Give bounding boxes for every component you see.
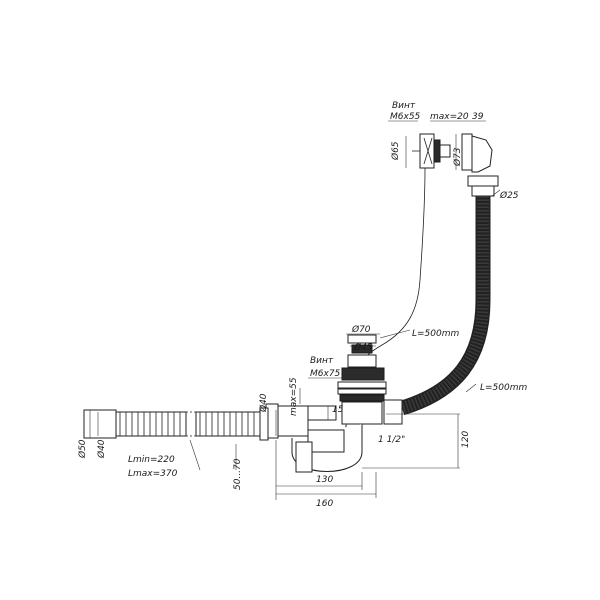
- lmin-label: Lmin=220: [128, 455, 175, 465]
- dim-15-label: 15: [332, 405, 344, 415]
- dia-50-label: Ø50: [77, 439, 88, 459]
- thread-size-label: 1 1/2": [378, 435, 405, 445]
- hose-length-label: L=500mm: [480, 383, 528, 393]
- dimension-lines: [89, 120, 501, 500]
- dia-40-vertical-label: Ø40: [258, 393, 269, 413]
- screw-top-size-label: M6x55: [390, 112, 421, 122]
- dia-70-label: Ø70: [351, 324, 371, 335]
- dia-40-left-label: Ø40: [96, 439, 107, 459]
- dim-130-label: 130: [316, 475, 333, 485]
- siphon-body: [265, 403, 363, 473]
- corrugated-hose: [399, 196, 491, 416]
- cable-length-label: L=500mm: [412, 329, 460, 339]
- waste-head: [337, 334, 403, 425]
- dim-160-label: 160: [316, 499, 333, 509]
- dia-73-label: Ø73: [452, 147, 463, 167]
- dia-65-label: Ø65: [390, 141, 401, 161]
- max-bottom-label: max=55: [289, 377, 299, 416]
- range-50-70-label: 50...70: [233, 458, 243, 490]
- dim-39-label: 39: [472, 112, 484, 122]
- screw-top-label: Винт: [392, 101, 416, 111]
- dia-25-label: Ø25: [499, 190, 519, 201]
- dia-45-label: Ø45: [353, 342, 373, 353]
- outlet-pipe: [83, 407, 269, 441]
- screw-bottom-label: Винт: [310, 356, 334, 366]
- overflow-head: [412, 133, 499, 197]
- screw-bottom-size-label: M6x75: [310, 369, 341, 379]
- max-top-label: max=20: [430, 112, 469, 122]
- dim-120-label: 120: [461, 431, 471, 448]
- lmax-label: Lmax=370: [128, 469, 178, 479]
